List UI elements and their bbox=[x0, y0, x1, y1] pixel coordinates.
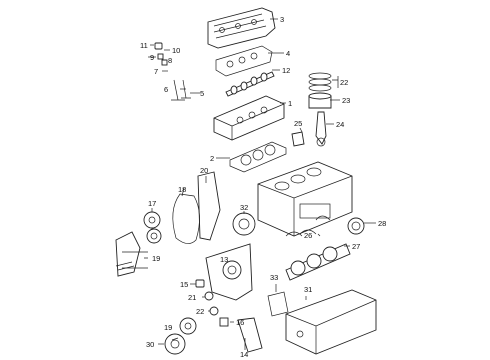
callout-22: 22 bbox=[196, 307, 204, 316]
cylinder-head bbox=[213, 95, 285, 141]
engine-block bbox=[257, 161, 353, 237]
callout-19b: 19 bbox=[164, 323, 172, 332]
callout-12: 12 bbox=[282, 66, 290, 75]
bearings bbox=[285, 215, 365, 237]
callout-33: 33 bbox=[270, 273, 278, 282]
callout-1: 1 bbox=[288, 99, 292, 108]
oil-pan-gasket bbox=[267, 291, 289, 317]
callout-32: 32 bbox=[240, 203, 248, 212]
callout-6: 6 bbox=[164, 85, 168, 94]
timing-components bbox=[143, 171, 256, 244]
oil-pan bbox=[285, 289, 377, 355]
crankshaft bbox=[285, 243, 351, 281]
callout-20: 20 bbox=[200, 166, 208, 175]
small-fittings bbox=[195, 279, 229, 327]
callout-5: 5 bbox=[200, 89, 204, 98]
valve-cover bbox=[207, 7, 276, 49]
callout-9: 9 bbox=[150, 53, 154, 62]
callout-19a: 19 bbox=[152, 254, 160, 263]
callout-3: 3 bbox=[280, 15, 284, 24]
callout-13: 13 bbox=[220, 255, 228, 264]
callout-14: 14 bbox=[240, 350, 248, 359]
callout-27: 26 bbox=[304, 231, 312, 240]
callout-25: 24 bbox=[336, 120, 344, 129]
callout-2: 2 bbox=[210, 154, 214, 163]
crank-pulley bbox=[164, 317, 197, 355]
callout-7: 7 bbox=[154, 67, 158, 76]
front-cover bbox=[115, 231, 141, 277]
camshaft bbox=[225, 71, 275, 97]
callout-4: 4 bbox=[286, 49, 290, 58]
callout-10: 10 bbox=[172, 46, 180, 55]
callout-15: 15 bbox=[180, 280, 188, 289]
callout-30: 30 bbox=[146, 340, 154, 349]
callout-labels: 3 4 12 1 2 5 6 7 8 9 10 11 22 23 24 25 2… bbox=[140, 15, 386, 359]
callout-17: 17 bbox=[148, 199, 156, 208]
callout-11: 11 bbox=[140, 41, 148, 50]
callout-8: 8 bbox=[168, 56, 172, 65]
callout-31: 31 bbox=[304, 285, 312, 294]
callout-23: 22 bbox=[340, 78, 348, 87]
valve-cover-gasket bbox=[215, 45, 273, 77]
callout-21: 21 bbox=[188, 293, 196, 302]
callout-29: 28 bbox=[378, 219, 386, 228]
head-gasket bbox=[229, 141, 287, 173]
oil-pump-housing bbox=[205, 243, 253, 301]
callout-28: 27 bbox=[352, 242, 360, 251]
leader-lines bbox=[122, 18, 376, 350]
callout-16: 16 bbox=[236, 318, 244, 327]
callout-24: 23 bbox=[342, 96, 350, 105]
callout-18: 18 bbox=[178, 185, 186, 194]
piston-assembly bbox=[291, 72, 332, 147]
callout-26: 25 bbox=[294, 119, 302, 128]
